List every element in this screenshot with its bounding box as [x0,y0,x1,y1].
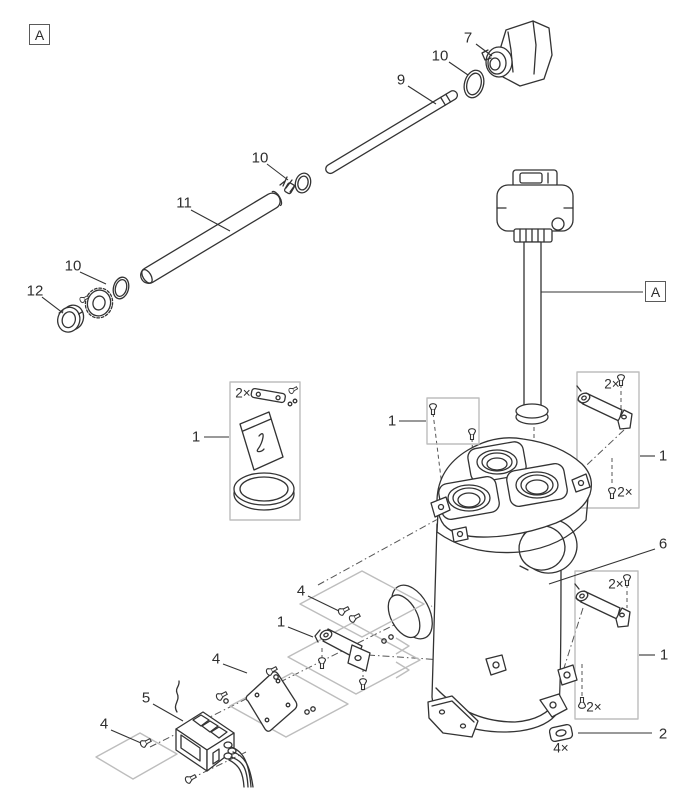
callout-bl-screw-left-part4: 4 [99,715,109,733]
clamp-part10 [279,172,312,195]
callout-bl-plate-part4: 4 [211,650,221,668]
callout-part12: 12 [26,282,44,300]
bracket-kit-top-right [576,371,640,509]
leader-lines [41,43,656,744]
union-nut [84,287,114,319]
vessel-head-casting [430,437,593,554]
callout-part10-top: 10 [431,47,449,65]
bottom-left-kit-boxes [95,570,425,780]
view-ref-a-assembly-label: A [650,283,661,300]
callout-part10-left: 10 [64,257,82,275]
lamp-head-part7 [481,20,553,87]
o-ring-top-part10 [463,69,485,99]
controller-part5 [174,680,254,788]
callout-bl-screws-top-part4: 4 [296,582,306,600]
callout-bracket-tr-qty-bottom: 2× [617,484,633,500]
vessel-part6 [387,510,578,738]
callout-controller-part5: 5 [141,689,151,707]
callout-bracket-tr-qty-top: 2× [604,376,620,392]
callout-part11: 11 [176,194,192,212]
uvc-lamp-part9 [325,90,459,175]
callout-head-screws-part1: 1 [387,412,397,430]
bracket-kit-bottom-right [574,570,639,720]
o-ring-left-part10 [112,276,130,300]
foot-pad-part2 [548,723,574,743]
callout-bracket-br-part1: 1 [659,646,669,664]
callout-bracket-br-qty-top: 2× [608,576,624,592]
view-ref-box-a-top: A [29,24,50,45]
callout-part7: 7 [463,29,473,47]
assembled-uvc-unit [496,169,574,425]
mounting-plate-part4 [245,671,298,732]
inlet-port [387,584,433,640]
callout-kit-left-part1: 1 [191,428,201,446]
end-cap-part12 [57,304,85,333]
callout-bracket-tr-part1: 1 [658,447,668,465]
assembly-screws [138,604,394,785]
view-ref-a-top-label: A [34,26,45,43]
callout-foot-pad-qty: 4× [553,740,569,756]
callout-part2: 2 [658,725,668,743]
quartz-tube-part11 [140,190,283,284]
callout-part9: 9 [396,71,406,89]
callout-kit-left-qty: 2× [235,385,251,401]
head-screws-kit [426,397,480,445]
wall-bracket-part1 [314,628,371,672]
callout-part10-mid: 10 [251,149,269,167]
callout-bl-bracket-part1: 1 [276,613,286,631]
callout-bracket-br-qty-bottom: 2× [586,699,602,715]
spare-kit-left [229,381,301,521]
view-ref-box-a-assembly: A [645,281,666,302]
callout-part6: 6 [658,535,668,553]
